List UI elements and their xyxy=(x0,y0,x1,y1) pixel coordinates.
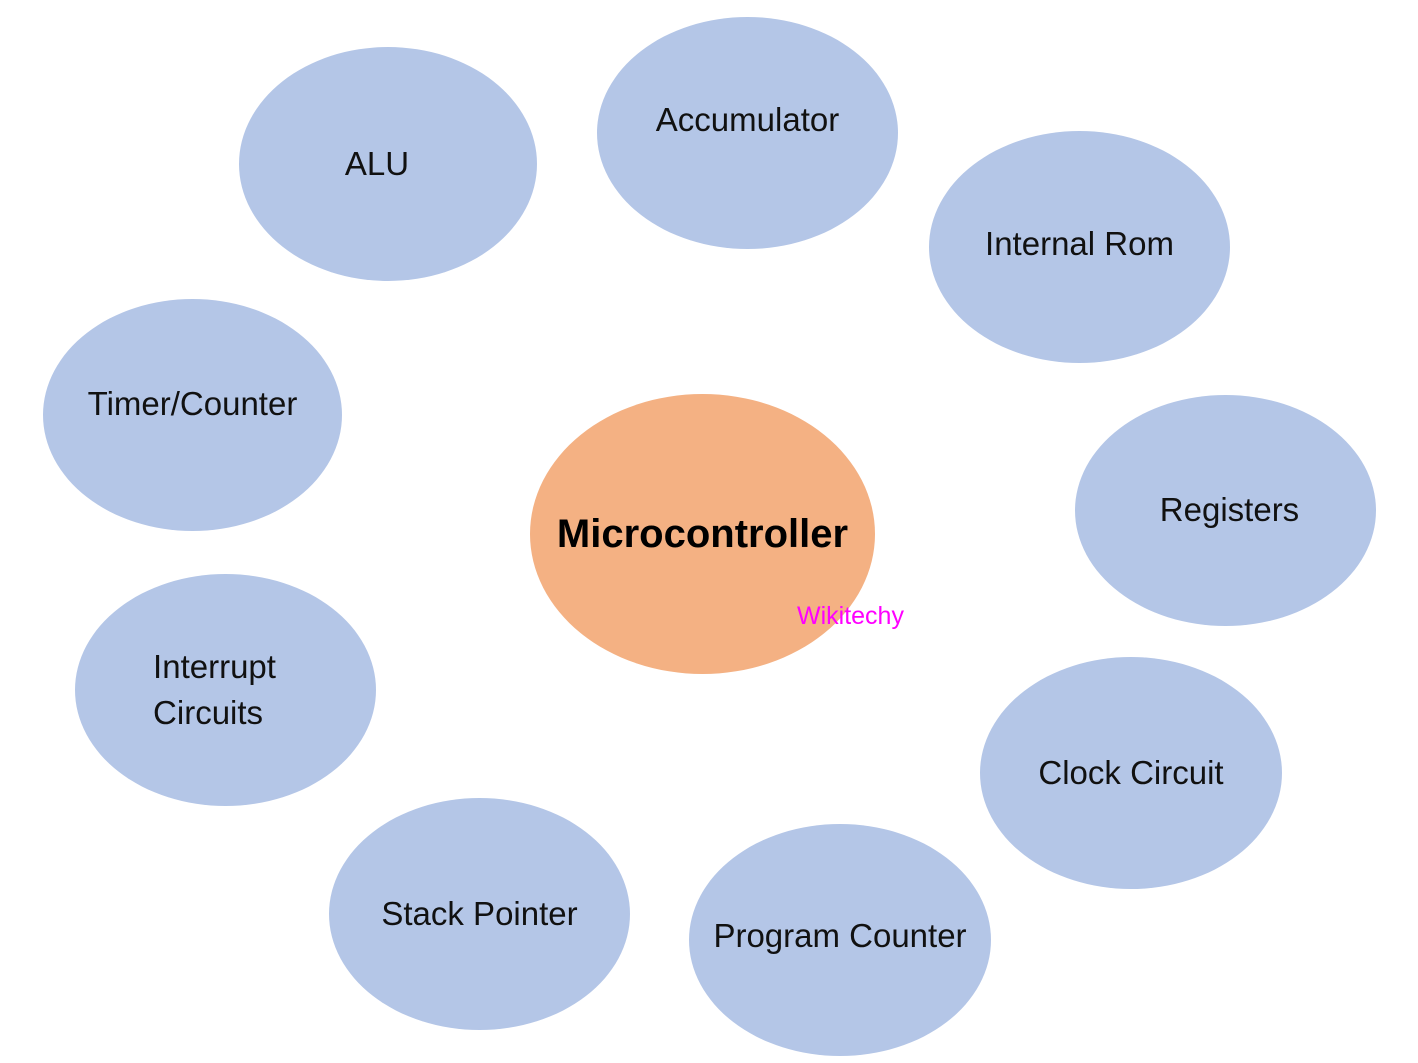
clock-circuit-node: Clock Circuit xyxy=(980,657,1282,889)
stack-pointer-node: Stack Pointer xyxy=(329,798,630,1030)
program-counter-node: Program Counter xyxy=(689,824,991,1056)
alu-node: ALU xyxy=(239,47,537,281)
interrupt-circuits-label: Interrupt Circuits xyxy=(153,648,276,731)
stack-pointer-label: Stack Pointer xyxy=(381,895,578,933)
microcontroller-node: Microcontroller xyxy=(530,394,875,674)
accumulator-label: Accumulator xyxy=(655,101,840,139)
registers-node: Registers xyxy=(1075,395,1376,626)
internal-rom-label: Internal Rom xyxy=(985,225,1174,263)
alu-label: ALU xyxy=(344,145,410,183)
interrupt-circuits-node: Interrupt Circuits xyxy=(75,574,376,806)
program-counter-label: Program Counter xyxy=(713,917,967,955)
wikitechy-watermark: Wikitechy xyxy=(797,602,904,630)
accumulator-node: Accumulator xyxy=(597,17,898,249)
microcontroller-label: Microcontroller xyxy=(556,511,849,556)
timer-counter-label: Timer/Counter xyxy=(87,385,298,423)
internal-rom-node: Internal Rom xyxy=(929,131,1230,363)
registers-label: Registers xyxy=(1159,490,1300,528)
clock-circuit-label: Clock Circuit xyxy=(1038,754,1224,792)
timer-counter-node: Timer/Counter xyxy=(43,299,342,531)
